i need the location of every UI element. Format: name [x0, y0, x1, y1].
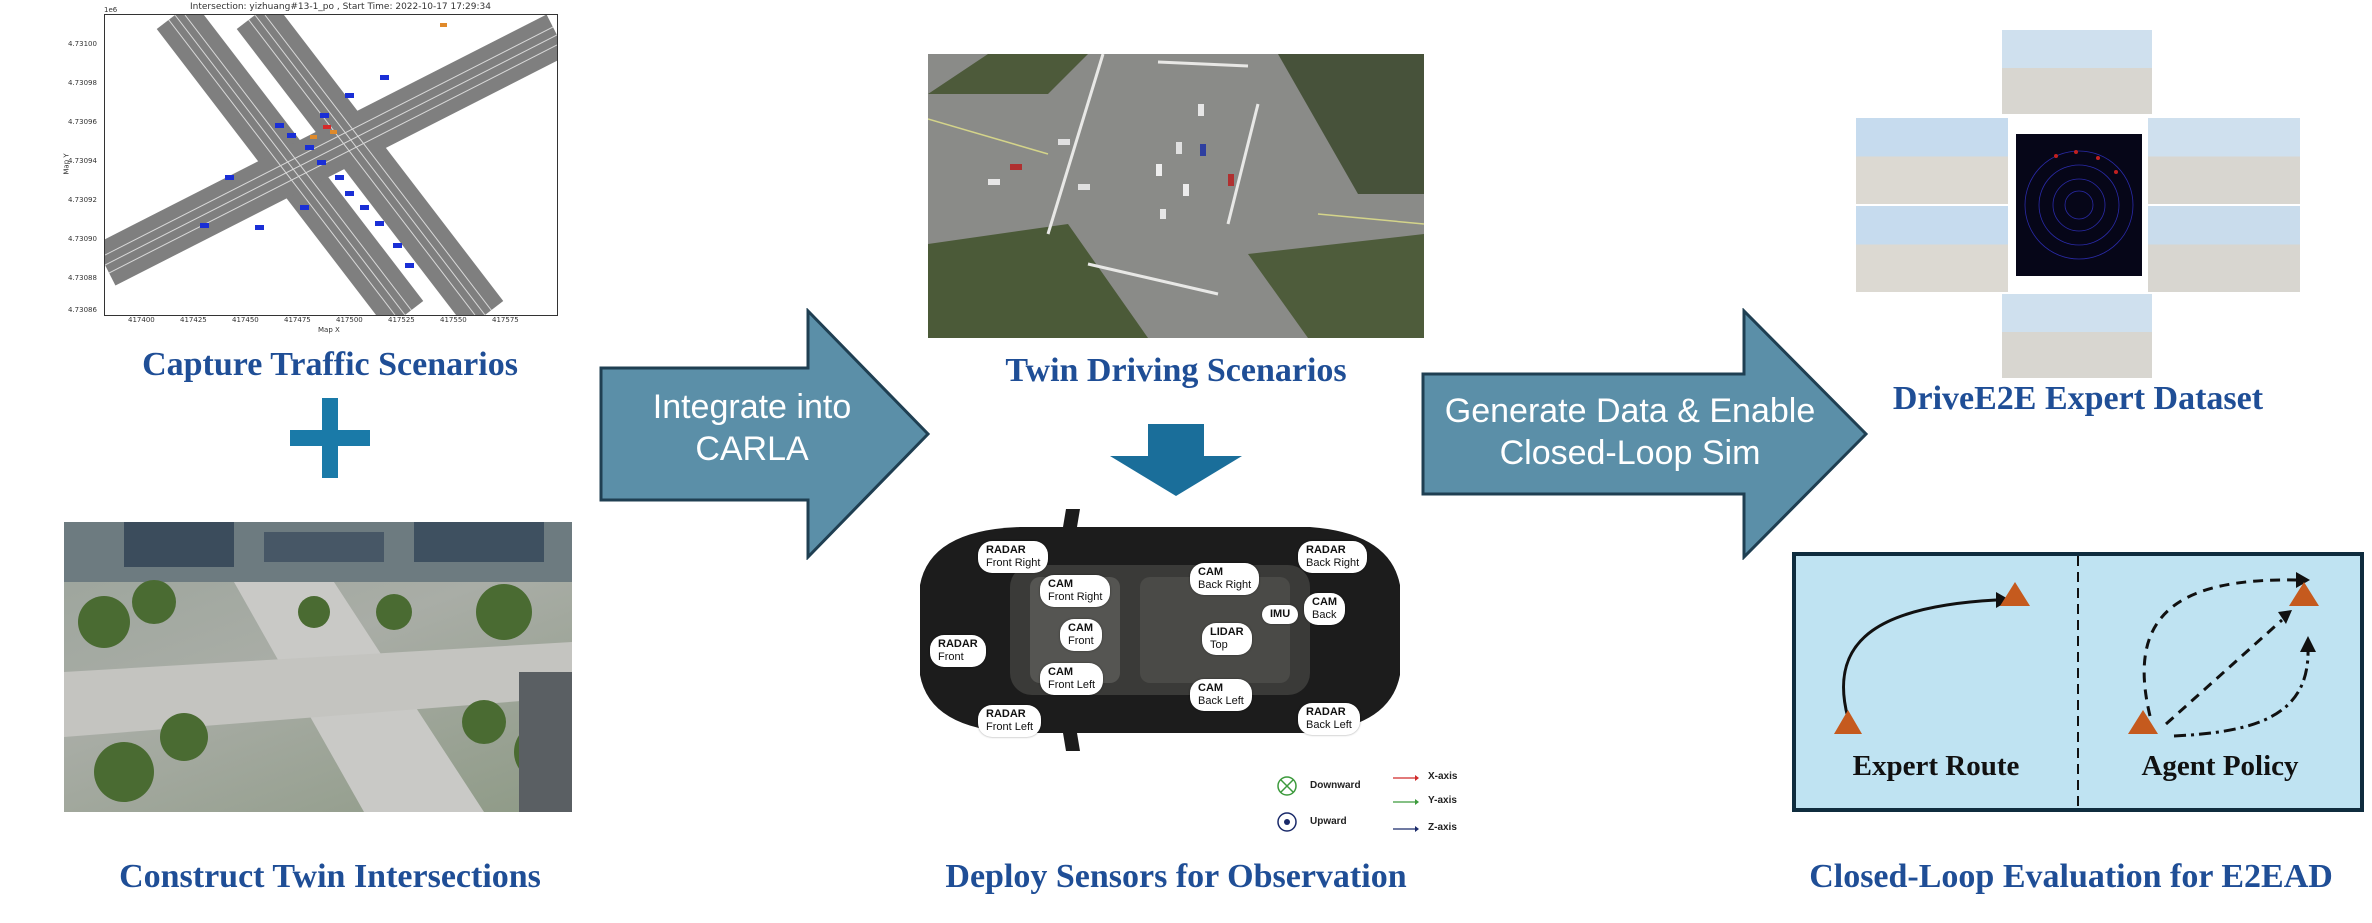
plot-area [104, 14, 558, 316]
imu-label: IMU [1262, 605, 1299, 624]
plot-xlabel: Map X [318, 326, 340, 334]
y-tick: 4.73096 [68, 118, 97, 126]
y-tick: 4.73090 [68, 235, 97, 243]
y-tick: 4.73100 [68, 40, 97, 48]
generate-arrow-text: Generate Data & Enable Closed-Loop Sim [1424, 390, 1836, 474]
x-tick: 417475 [284, 316, 311, 324]
generate-line1: Generate Data & Enable [1444, 392, 1816, 430]
cam-view-front-left [1856, 118, 2008, 204]
y-tick: 4.73086 [68, 306, 97, 314]
plot-scale: 1e6 [104, 6, 118, 14]
lidar-view [2016, 134, 2142, 276]
traffic-scenario-plot: Intersection: yizhuang#13-1_po , Start T… [60, 0, 560, 340]
cam-view-front [2002, 30, 2152, 114]
cam-view-back-left [1856, 206, 2008, 292]
caption-drivee2e-dataset: DriveE2E Expert Dataset [1892, 380, 2264, 417]
road-network [105, 15, 557, 315]
caption-twin-driving: Twin Driving Scenarios [1005, 352, 1347, 389]
closed-loop-panel: Expert Route Agent Policy [1792, 552, 2364, 812]
cam-view-back [2002, 294, 2152, 378]
expert-route-label: Expert Route [1852, 750, 2020, 782]
y-tick: 4.73088 [68, 274, 97, 282]
x-tick: 417550 [440, 316, 467, 324]
integrate-line2: CARLA [695, 430, 809, 468]
legend-downward: Downward [1310, 780, 1361, 791]
plus-icon [290, 398, 370, 478]
y-tick: 4.73098 [68, 79, 97, 87]
twin-intersection-render [64, 522, 572, 812]
cam-view-back-right [2148, 206, 2300, 292]
down-arrow-icon [1110, 424, 1242, 496]
agent-policy-label: Agent Policy [2141, 750, 2299, 782]
integrate-line1: Integrate into [652, 388, 852, 426]
legend-z-axis: Z-axis [1428, 822, 1457, 833]
y-tick: 4.73092 [68, 196, 97, 204]
generate-arrow [1421, 308, 1869, 560]
x-tick: 417450 [232, 316, 259, 324]
legend-y-axis: Y-axis [1428, 795, 1457, 806]
y-axis-arrow-icon [1393, 799, 1419, 805]
downward-icon [1277, 776, 1297, 796]
plot-title: Intersection: yizhuang#13-1_po , Start T… [190, 2, 491, 12]
x-tick: 417575 [492, 316, 519, 324]
integrate-arrow [599, 308, 931, 560]
caption-closed-loop: Closed-Loop Evaluation for E2EAD [1809, 858, 2333, 895]
evaluation-diagram [1834, 556, 2319, 808]
twin-driving-render [928, 54, 1424, 338]
upward-icon [1277, 812, 1297, 832]
x-tick: 417500 [336, 316, 363, 324]
x-tick: 417425 [180, 316, 207, 324]
legend-x-axis: X-axis [1428, 771, 1458, 782]
cam-view-front-right [2148, 118, 2300, 204]
z-axis-arrow-icon [1393, 826, 1419, 832]
caption-deploy-sensors: Deploy Sensors for Observation [945, 858, 1407, 895]
x-tick: 417400 [128, 316, 155, 324]
caption-capture-traffic: Capture Traffic Scenarios [142, 346, 518, 383]
caption-construct-twin: Construct Twin Intersections [119, 858, 541, 895]
y-tick: 4.73094 [68, 157, 97, 165]
x-axis-arrow-icon [1393, 775, 1419, 781]
x-tick: 417525 [388, 316, 415, 324]
integrate-arrow-text: Integrate into CARLA [602, 386, 902, 470]
plot-x-ticks: 417400 417425 417450 417475 417500 41752… [104, 316, 556, 326]
legend-upward: Upward [1310, 816, 1347, 827]
multiview-dataset [1856, 30, 2300, 378]
plot-y-ticks: 4.73100 4.73098 4.73096 4.73094 4.73092 … [68, 14, 104, 314]
generate-line2: Closed-Loop Sim [1499, 434, 1761, 472]
